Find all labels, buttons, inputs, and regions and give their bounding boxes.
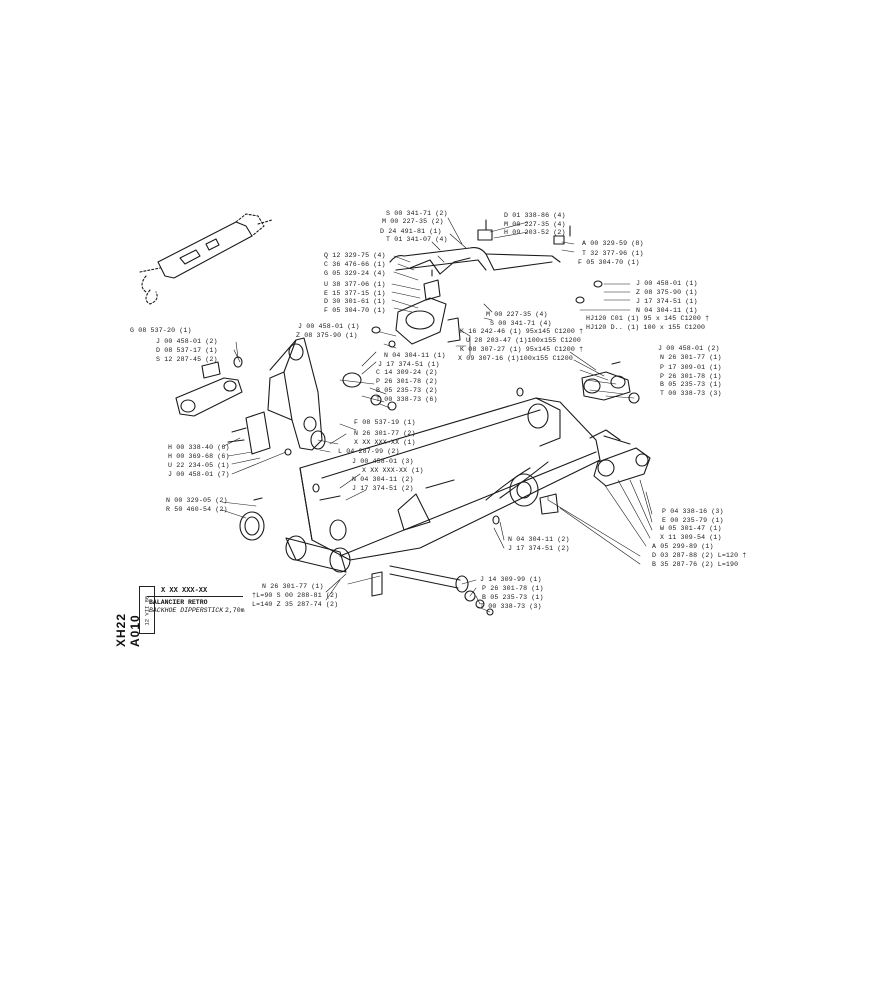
label-s-12-287-45: S 12 287-45 (2) — [156, 356, 218, 363]
label-j-17-374-51d: J 17 374-51 (2) — [508, 545, 570, 552]
label-r-50-460-54: R 50 460-54 (2) — [166, 506, 228, 513]
label-x-11-309-54: X 11 309-54 (1) — [660, 534, 722, 541]
label-x-xx-xxx-xx: X XX XXX-XX (1) — [354, 439, 416, 446]
label-j-17-374-51b: J 17 374-51 (1) — [378, 361, 440, 368]
label-d-03-287-88: D 03 287-88 (2) L=120 † — [652, 552, 747, 559]
title-length: 2,70m — [225, 607, 245, 614]
label-b-35-287-76: B 35 287-76 (2) L=190 — [652, 561, 739, 568]
label-n-04-304-11d: N 04 304-11 (2) — [508, 536, 570, 543]
title-english: BACKHOE DIPPERSTICK — [149, 607, 224, 614]
label-t-00-338-73: T 00 338-73 (6) — [376, 396, 438, 403]
label-b-05-235-73c: B 05 235-73 (1) — [482, 594, 544, 601]
label-q-12-329-75: Q 12 329-75 (4) — [324, 252, 386, 259]
leader-lines — [221, 217, 653, 613]
title-french: BALANCIER RETRO — [149, 599, 208, 606]
label-c-14-309-24: C 14 309-24 (2) — [376, 369, 438, 376]
hydraulic-cylinder-top — [395, 269, 461, 345]
label-h-09-203-52: H 09 203-52 (2) — [504, 229, 566, 236]
label-e-00-235-79: E 00 235-79 (1) — [662, 517, 724, 524]
label-d-24-491-81: D 24 491-81 (1) — [380, 228, 442, 235]
label-d-30-301-61: D 30 301-61 (1) — [324, 298, 386, 305]
label-a-00-329-59: A 00 329-59 (8) — [582, 240, 644, 247]
label-a-05-299-89: A 05 299-89 (1) — [652, 543, 714, 550]
top-link-lever — [267, 337, 323, 451]
label-f-05-304-70: F 05 304-70 (1) — [578, 259, 640, 266]
label-z-35-287-74: L=140 Z 35 287-74 (2) — [252, 601, 339, 608]
label-g-05-329-24: G 05 329-24 (4) — [324, 270, 386, 277]
label-j-00-458-01d: J 00 458-01 (7) — [168, 471, 230, 478]
label-w-05-301-47: W 05 301-47 (1) — [660, 525, 722, 532]
inset-dipperstick-sketch — [139, 213, 273, 305]
label-n-26-301-77c: N 26 301-77 (1) — [262, 583, 324, 590]
label-z-08-375-90: Z 08 375-90 (1) — [636, 289, 698, 296]
label-p-04-338-16: P 04 338-16 (3) — [662, 508, 724, 515]
title-rule — [147, 596, 243, 597]
label-u-38-377-06: U 38 377-06 (1) — [324, 281, 386, 288]
label-k-08-307-27: K 08 307-27 (1) 95x145 C1200 † — [460, 346, 584, 353]
label-n-04-304-11b: N 04 304-11 (1) — [384, 352, 446, 359]
label-s-00-288-81: †L=90 S 00 288-81 (2) — [252, 592, 339, 599]
label-t-00-338-73c: T 00 338-73 (3) — [480, 603, 542, 610]
label-s-00-341-71: S 00 341-71 (2) — [386, 210, 448, 217]
label-k-16-242-46: K 16 242-46 (1) 95x145 C1200 † — [460, 328, 584, 335]
page-code: XH22 A010 — [114, 612, 142, 647]
label-e-15-377-15: E 15 377-15 (1) — [324, 290, 386, 297]
label-f-08-537-19: F 08 537-19 (1) — [354, 419, 416, 426]
left-connecting-link — [175, 361, 243, 417]
label-n-26-301-77b: N 26 301-77 (1) — [660, 354, 722, 361]
label-j-14-309-99: J 14 309-99 (1) — [480, 576, 542, 583]
label-g-08-537-20: G 08 537-20 (1) — [130, 327, 192, 334]
label-j-17-374-51: J 17 374-51 (1) — [636, 298, 698, 305]
label-t-00-338-73b: T 00 338-73 (3) — [660, 390, 722, 397]
label-j-00-458-01e: J 00 458-01 (3) — [352, 458, 414, 465]
label-p-26-301-78b: P 26 301-78 (1) — [660, 373, 722, 380]
lower-left-pins — [239, 497, 494, 616]
label-p-26-301-78: P 26 301-78 (2) — [376, 378, 438, 385]
label-j-00-458-01b: J 00 458-01 (2) — [156, 338, 218, 345]
label-b-05-235-73b: B 05 235-73 (1) — [660, 381, 722, 388]
label-n-04-304-11: N 04 304-11 (1) — [636, 307, 698, 314]
wear-plate — [227, 411, 271, 455]
label-z-08-375-90b: Z 08 375-90 (1) — [296, 332, 358, 339]
label-d-08-537-17: D 08 537-17 (1) — [156, 347, 218, 354]
label-h-00-369-68: H 00 369-68 (6) — [168, 453, 230, 460]
label-d-01-338-86: D 01 338-86 (4) — [504, 212, 566, 219]
small-hardware — [233, 280, 603, 525]
label-j-17-374-51c: J 17 374-51 (2) — [352, 485, 414, 492]
label-hj120-d: HJ120 D.. (1) 100 x 155 C1200 — [586, 324, 706, 331]
label-l-04-287-99: L 04 287-99 (2) — [338, 448, 400, 455]
label-u-28-203-47: U 28 203-47 (1)100x155 C1200 — [466, 337, 581, 344]
right-upper-link — [581, 361, 640, 404]
title-block: XH22 A010 12 VII 86 X XX XXX-XX BALANCIE… — [114, 582, 245, 647]
right-lower-link — [539, 429, 651, 515]
label-c-36-476-66: C 36 476-66 (1) — [324, 261, 386, 268]
label-x-09-307-16: X 09 307-16 (1)100x155 C1200 — [458, 355, 573, 362]
label-x-xx-xxx-xxb: X XX XXX-XX (1) — [362, 467, 424, 474]
label-j-00-458-01f: J 00 458-01 (2) — [658, 345, 720, 352]
label-m-00-227-35: M 00 227-35 (2) — [382, 218, 444, 225]
dipperstick-arm — [299, 397, 601, 561]
label-t-32-377-96: T 32 377-96 (1) — [582, 250, 644, 257]
label-h-00-338-40: H 00 338-40 (6) — [168, 444, 230, 451]
label-j-00-458-01c: J 00 458-01 (1) — [298, 323, 360, 330]
label-u-22-234-05: U 22 234-05 (1) — [168, 462, 230, 469]
label-f-05-304-70b: F 05 304-70 (1) — [324, 307, 386, 314]
label-t-01-341-07: T 01 341-07 (4) — [386, 236, 448, 243]
label-p-17-309-01: P 17 309-01 (1) — [660, 364, 722, 371]
label-j-00-458-01: J 00 458-01 (1) — [636, 280, 698, 287]
label-b-05-235-73: B 05 235-73 (2) — [376, 387, 438, 394]
hydraulic-piping — [389, 219, 571, 275]
revision-box: 12 VII 86 — [139, 586, 155, 634]
label-n-00-329-05: N 00 329-05 (2) — [166, 497, 228, 504]
label-n-04-304-11c: N 04 304-11 (2) — [352, 476, 414, 483]
label-m-00-227-35c: M 00 227-35 (4) — [486, 311, 548, 318]
label-s-00-341-71b: S 00 341-71 (4) — [490, 320, 552, 327]
label-p-26-301-78c: P 26 301-78 (1) — [482, 585, 544, 592]
label-m-00-227-35b: M 00 227-35 (4) — [504, 221, 566, 228]
title-ref: X XX XXX-XX — [161, 587, 208, 595]
label-n-26-301-77: N 26 301-77 (2) — [354, 430, 416, 437]
label-hj120-c01: HJ120 C01 (1) 95 x 145 C1200 † — [586, 315, 710, 322]
